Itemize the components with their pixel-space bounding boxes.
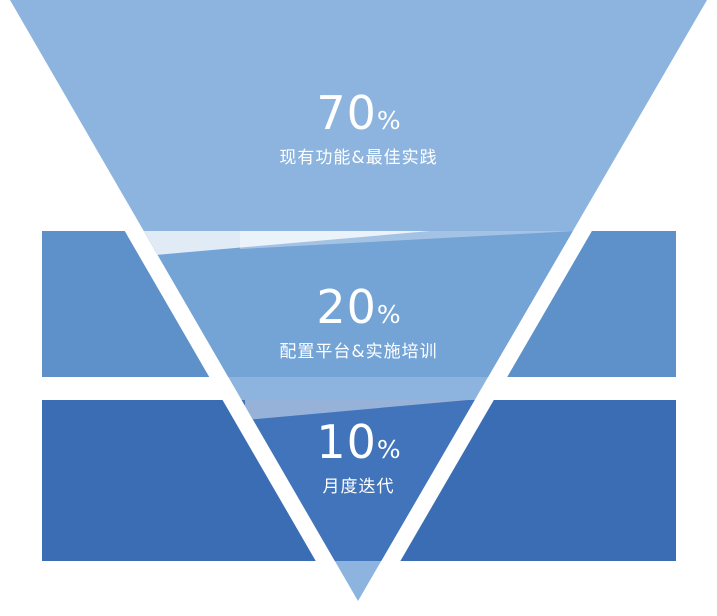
fold-highlight-middle-left [144, 231, 430, 256]
fold-highlight-bottom [245, 400, 468, 420]
fold-highlight-middle-right [240, 231, 575, 249]
